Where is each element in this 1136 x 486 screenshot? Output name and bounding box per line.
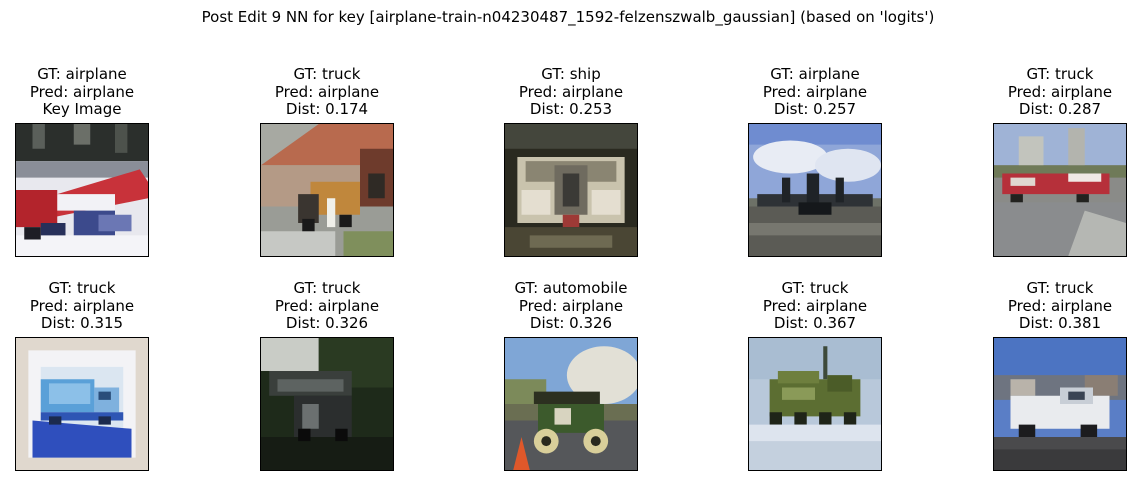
gt-label: GT: truck bbox=[293, 279, 361, 297]
gt-label: GT: truck bbox=[48, 279, 116, 297]
panel-caption: GT: truck Pred: airplane Dist: 0.326 bbox=[227, 279, 427, 333]
thumbnail-image bbox=[748, 337, 882, 471]
thumbnail-image bbox=[15, 123, 149, 257]
thumbnail-image bbox=[260, 337, 394, 471]
panel-caption: GT: truck Pred: airplane Dist: 0.174 bbox=[227, 65, 427, 119]
gt-label: GT: airplane bbox=[37, 65, 127, 83]
figure-title: Post Edit 9 NN for key [airplane-train-n… bbox=[201, 8, 935, 26]
aircraft-on-runway bbox=[749, 124, 881, 256]
green-military-truck bbox=[749, 338, 881, 470]
gt-label: GT: automobile bbox=[514, 279, 628, 297]
panel-caption: GT: truck Pred: airplane Dist: 0.315 bbox=[0, 279, 182, 333]
dark-truck-trees bbox=[261, 338, 393, 470]
pred-label: Pred: airplane bbox=[29, 296, 135, 315]
pred-label: Pred: airplane bbox=[1007, 296, 1113, 315]
gt-label: GT: truck bbox=[1026, 279, 1094, 297]
distance-label: Dist: 0.326 bbox=[529, 314, 613, 332]
dark-vehicle-front bbox=[505, 124, 637, 256]
panel-caption: GT: truck Pred: airplane Dist: 0.381 bbox=[960, 279, 1136, 333]
white-pickup-truck bbox=[994, 338, 1126, 470]
distance-label: Dist: 0.381 bbox=[1018, 314, 1102, 332]
distance-label: Dist: 0.257 bbox=[773, 100, 857, 118]
key-image-red-vehicle bbox=[16, 124, 148, 256]
panel-caption: GT: truck Pred: airplane Dist: 0.287 bbox=[960, 65, 1136, 119]
distance-label: Dist: 0.315 bbox=[40, 314, 124, 332]
gt-label: GT: ship bbox=[541, 65, 601, 83]
panel-caption: GT: airplane Pred: airplane Dist: 0.257 bbox=[715, 65, 915, 119]
pred-label: Pred: airplane bbox=[1007, 82, 1113, 101]
distance-label: Dist: 0.174 bbox=[285, 100, 369, 118]
blue-truck-drawing bbox=[16, 338, 148, 470]
fire-truck-street bbox=[994, 124, 1126, 256]
key-image-label: Key Image bbox=[42, 100, 122, 118]
pred-label: Pred: airplane bbox=[274, 296, 380, 315]
pred-label: Pred: airplane bbox=[762, 296, 868, 315]
pred-label: Pred: airplane bbox=[518, 296, 624, 315]
thumbnail-image bbox=[504, 337, 638, 471]
gt-label: GT: truck bbox=[781, 279, 849, 297]
pred-label: Pred: airplane bbox=[274, 82, 380, 101]
distance-label: Dist: 0.253 bbox=[529, 100, 613, 118]
thumbnail-image bbox=[993, 123, 1127, 257]
distance-label: Dist: 0.287 bbox=[1018, 100, 1102, 118]
panel-caption: GT: automobile Pred: airplane Dist: 0.32… bbox=[471, 279, 671, 333]
gt-label: GT: truck bbox=[1026, 65, 1094, 83]
thumbnail-image bbox=[748, 123, 882, 257]
panel-caption: GT: ship Pred: airplane Dist: 0.253 bbox=[471, 65, 671, 119]
distance-label: Dist: 0.326 bbox=[285, 314, 369, 332]
pred-label: Pred: airplane bbox=[29, 82, 135, 101]
panel-caption: GT: truck Pred: airplane Dist: 0.367 bbox=[715, 279, 915, 333]
thumbnail-image bbox=[504, 123, 638, 257]
old-car-street bbox=[505, 338, 637, 470]
pred-label: Pred: airplane bbox=[518, 82, 624, 101]
thumbnail-image bbox=[993, 337, 1127, 471]
gt-label: GT: airplane bbox=[770, 65, 860, 83]
gt-label: GT: truck bbox=[293, 65, 361, 83]
distance-label: Dist: 0.367 bbox=[773, 314, 857, 332]
thumbnail-image bbox=[15, 337, 149, 471]
thumbnail-image bbox=[260, 123, 394, 257]
panel-caption: GT: airplane Pred: airplane Key Image bbox=[0, 65, 182, 119]
pred-label: Pred: airplane bbox=[762, 82, 868, 101]
truck-by-house bbox=[261, 124, 393, 256]
